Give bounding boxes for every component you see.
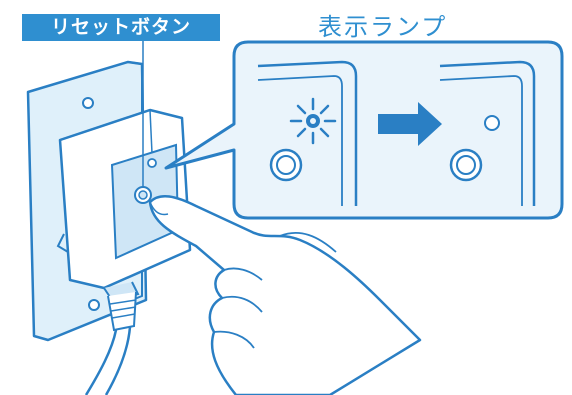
indicator-callout xyxy=(166,42,562,218)
reset-button-label: リセットボタン xyxy=(22,14,220,41)
blinking-lamp-icon xyxy=(291,99,335,143)
plate-screw xyxy=(89,300,99,310)
indicator-lamp-label: 表示ランプ xyxy=(318,12,447,42)
pressing-hand xyxy=(150,196,420,395)
lamp-off-icon xyxy=(485,116,499,130)
status-lamp xyxy=(148,159,156,167)
plate-screw xyxy=(83,98,93,108)
